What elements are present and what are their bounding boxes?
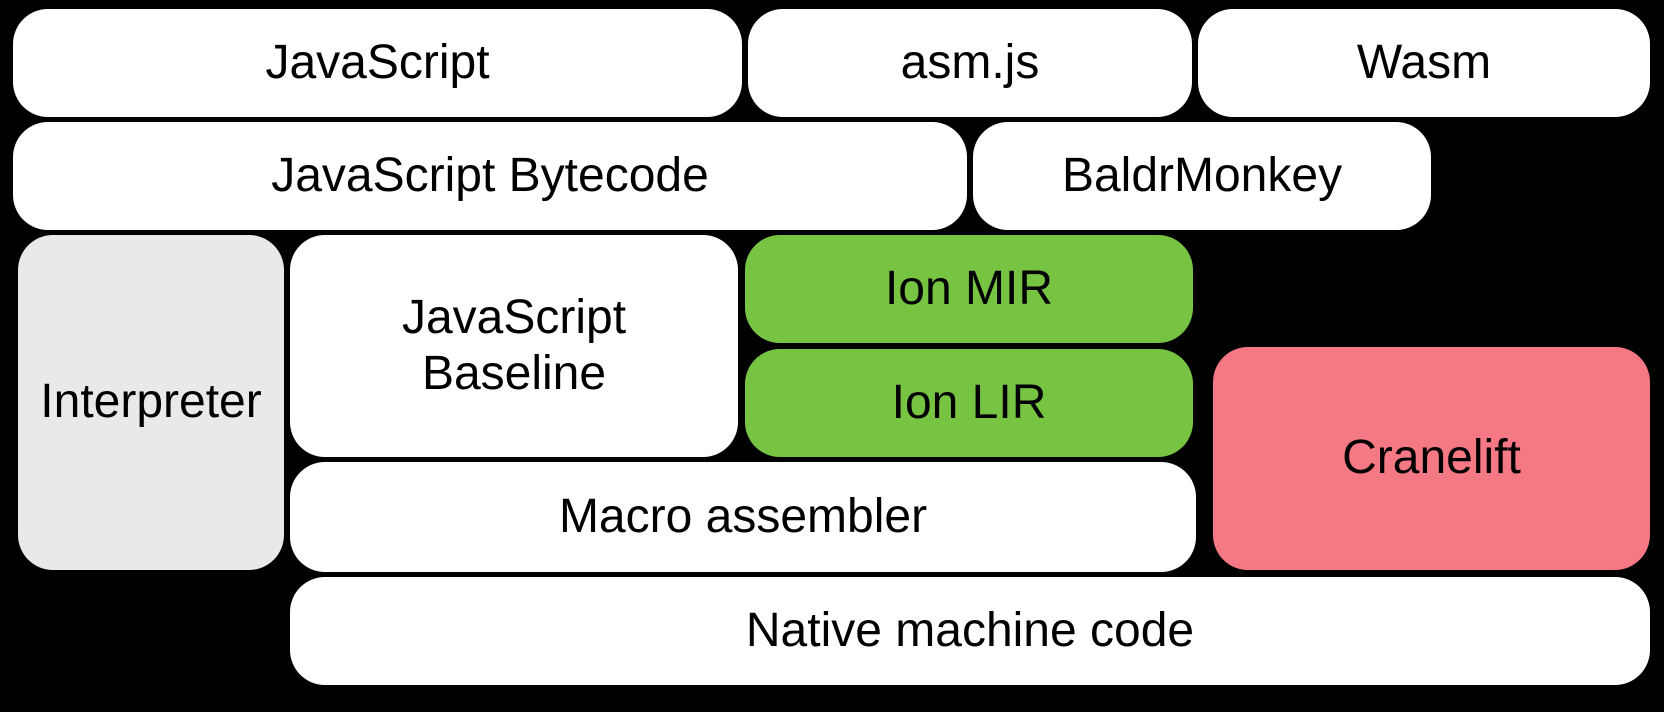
node-native-machine-code: Native machine code <box>290 577 1650 685</box>
node-label-baldrmonkey: BaldrMonkey <box>1061 148 1343 202</box>
node-ion-lir: Ion LIR <box>745 349 1193 457</box>
node-label-macro-assembler: Macro assembler <box>558 489 928 543</box>
node-label-ion-lir: Ion LIR <box>891 375 1047 429</box>
node-asmjs: asm.js <box>748 9 1192 117</box>
node-label-javascript: JavaScript <box>265 35 490 89</box>
node-javascript-bytecode: JavaScript Bytecode <box>13 122 967 230</box>
node-label-native-machine-code: Native machine code <box>745 603 1195 657</box>
node-label-ion-mir: Ion MIR <box>884 261 1054 315</box>
node-label-asmjs: asm.js <box>900 35 1040 89</box>
node-javascript: JavaScript <box>13 9 742 117</box>
node-label-javascript-bytecode: JavaScript Bytecode <box>271 148 709 202</box>
node-cranelift: Cranelift <box>1213 347 1650 570</box>
node-label-javascript-baseline: JavaScript Baseline <box>401 290 627 400</box>
node-baldrmonkey: BaldrMonkey <box>973 122 1431 230</box>
node-macro-assembler: Macro assembler <box>290 462 1196 572</box>
node-wasm: Wasm <box>1198 9 1650 117</box>
node-label-interpreter: Interpreter <box>40 375 262 429</box>
node-label-cranelift: Cranelift <box>1342 431 1521 485</box>
node-javascript-baseline: JavaScript Baseline <box>290 235 738 457</box>
node-ion-mir: Ion MIR <box>745 235 1193 343</box>
node-label-wasm: Wasm <box>1356 35 1492 89</box>
node-interpreter: Interpreter <box>18 235 284 570</box>
